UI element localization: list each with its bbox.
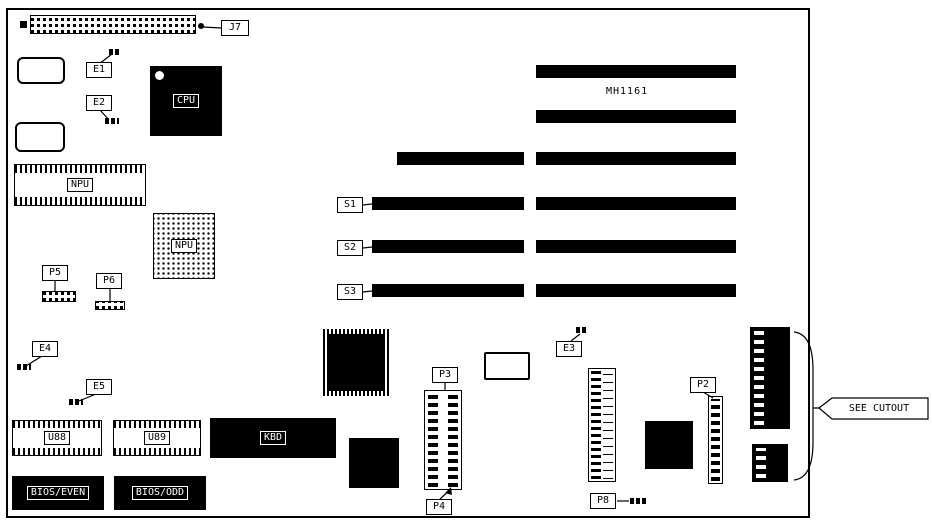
crystal-oscillator xyxy=(484,352,530,380)
kbd-label: KBD xyxy=(259,431,287,445)
label-s2-text: S2 xyxy=(343,242,357,253)
label-s3-text: S3 xyxy=(343,286,357,297)
keyboard-port-connector xyxy=(752,444,788,482)
label-e5-text: E5 xyxy=(92,381,106,392)
e4-jumper xyxy=(17,364,31,370)
plcc-chip xyxy=(349,438,399,488)
e1-jumper xyxy=(109,49,121,55)
label-p6-text: P6 xyxy=(102,275,116,286)
kbd-chip: KBD xyxy=(210,418,336,458)
see-cutout-callout: SEE CUTOUT xyxy=(832,399,926,417)
edge-connector-body xyxy=(603,371,613,479)
bios-odd-label: BIOS/ODD xyxy=(131,486,189,500)
label-p8-text: P8 xyxy=(596,495,610,506)
label-e1-text: E1 xyxy=(92,64,106,75)
npu-pga-socket: NPU xyxy=(153,213,215,279)
u88-pins-top xyxy=(13,421,101,428)
label-j7: J7 xyxy=(221,20,249,36)
label-p3: P3 xyxy=(432,367,458,383)
oscillator-1 xyxy=(17,57,65,84)
label-p8: P8 xyxy=(590,493,616,509)
qfp-die xyxy=(328,334,385,391)
power-edge-connector xyxy=(588,368,616,482)
label-e3: E3 xyxy=(556,341,582,357)
p8-jumper xyxy=(630,498,646,504)
slot-s3-long xyxy=(536,284,736,297)
u89-label: U89 xyxy=(143,431,171,445)
slot-s1-short xyxy=(372,197,524,210)
j7-header-connector xyxy=(30,15,196,34)
slot-s2-short xyxy=(372,240,524,253)
parallel-port-connector xyxy=(750,327,790,429)
parallel-port-contacts xyxy=(754,331,764,425)
slot-s2-long xyxy=(536,240,736,253)
label-p6: P6 xyxy=(96,273,122,289)
j7-end-block xyxy=(20,21,27,28)
e2-jumper xyxy=(105,118,119,124)
label-e1: E1 xyxy=(86,62,112,78)
keyboard-port-contacts xyxy=(756,448,766,478)
qfp-chip xyxy=(323,329,390,396)
bios-even-label: BIOS/EVEN xyxy=(26,486,90,500)
label-s3: S3 xyxy=(337,284,363,300)
slot-row3-long xyxy=(536,152,736,165)
board-part-number: MH1161 xyxy=(606,86,649,97)
npu-pga-label: NPU xyxy=(170,239,198,253)
e5-jumper xyxy=(69,399,83,405)
label-p3-text: P3 xyxy=(438,369,452,380)
label-e5: E5 xyxy=(86,379,112,395)
label-e4-text: E4 xyxy=(38,343,52,354)
p2-header-connector xyxy=(708,396,723,484)
u88-chip: U88 xyxy=(12,420,102,456)
edge-connector-contacts xyxy=(591,371,601,479)
p3-pin-column-right xyxy=(448,393,458,487)
label-p5-text: P5 xyxy=(48,267,62,278)
p3-p4-header-connector xyxy=(424,390,462,490)
npu-dip-socket: NPU xyxy=(14,164,146,206)
label-p2-text: P2 xyxy=(696,379,710,390)
u89-chip: U89 xyxy=(113,420,201,456)
slot-row1-long xyxy=(536,65,736,78)
label-s1-text: S1 xyxy=(343,199,357,210)
p3-pin-column-left xyxy=(428,393,438,487)
label-s2: S2 xyxy=(337,240,363,256)
u89-pins-bottom xyxy=(114,448,200,455)
cpu-chip: CPU xyxy=(150,66,222,136)
cpu-pin1-dot xyxy=(155,71,164,80)
label-p2: P2 xyxy=(690,377,716,393)
label-p5: P5 xyxy=(42,265,68,281)
io-controller-chip xyxy=(645,421,693,469)
u88-label: U88 xyxy=(43,431,71,445)
p5-connector xyxy=(42,291,76,302)
label-e2: E2 xyxy=(86,95,112,111)
cpu-label: CPU xyxy=(172,94,200,108)
npu-dip-pins-top xyxy=(15,165,145,173)
oscillator-2 xyxy=(15,122,65,152)
label-p4-text: P4 xyxy=(432,501,446,512)
p2-pin-column xyxy=(711,399,720,481)
npu-dip-label: NPU xyxy=(66,178,94,192)
bios-even-chip: BIOS/EVEN xyxy=(12,476,104,510)
slot-row2-long xyxy=(536,110,736,123)
bios-odd-chip: BIOS/ODD xyxy=(114,476,206,510)
label-j7-text: J7 xyxy=(228,22,242,33)
label-s1: S1 xyxy=(337,197,363,213)
slot-row3-short xyxy=(397,152,524,165)
label-e4: E4 xyxy=(32,341,58,357)
slot-s3-short xyxy=(372,284,524,297)
u88-pins-bottom xyxy=(13,448,101,455)
npu-dip-pins-bottom xyxy=(15,197,145,205)
label-e3-text: E3 xyxy=(562,343,576,354)
e3-jumper xyxy=(576,327,588,333)
u89-pins-top xyxy=(114,421,200,428)
label-p4: P4 xyxy=(426,499,452,515)
slot-s1-long xyxy=(536,197,736,210)
see-cutout-text: SEE CUTOUT xyxy=(848,402,910,414)
label-e2-text: E2 xyxy=(92,97,106,108)
p6-connector xyxy=(95,301,125,310)
